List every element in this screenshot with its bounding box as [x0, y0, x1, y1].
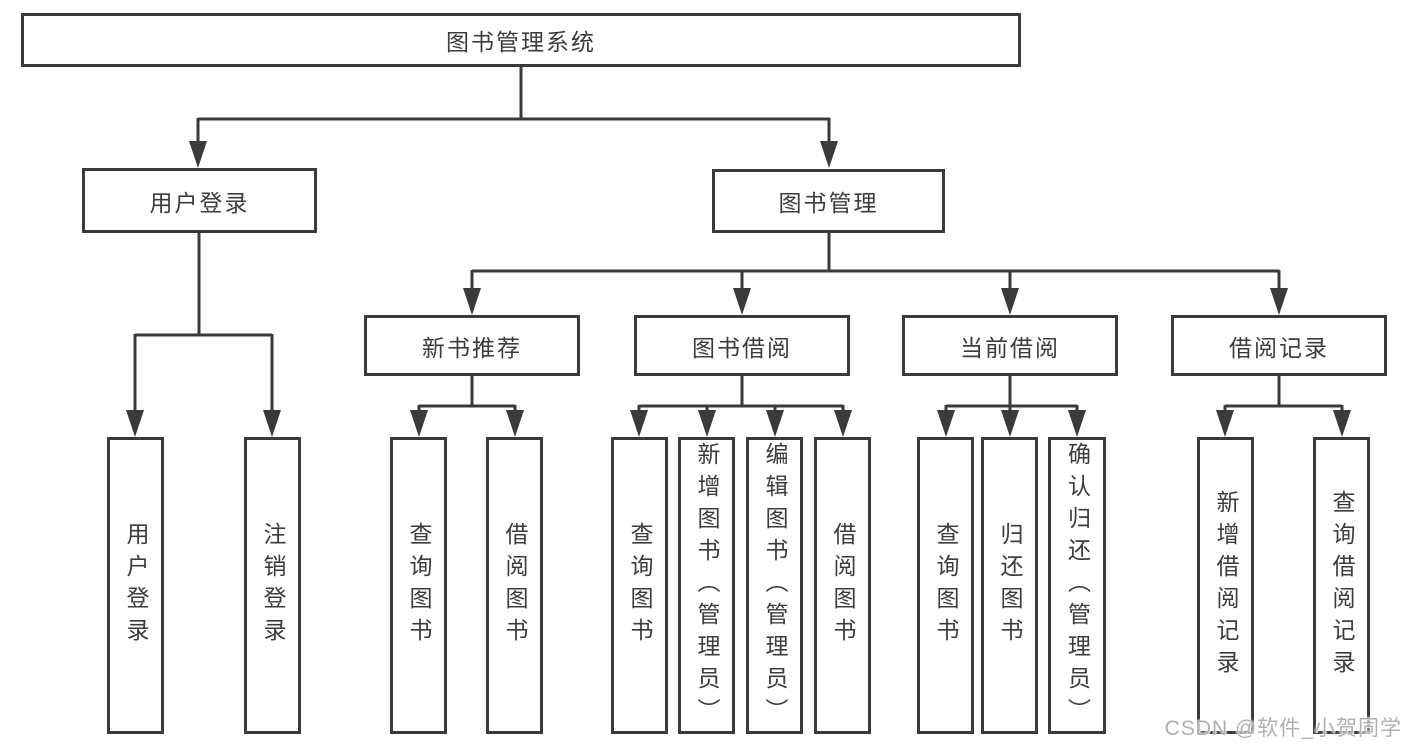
arrowhead: [463, 288, 481, 315]
node-label: 新增图书（管理员）: [694, 441, 720, 730]
connector-borrow-records-to-children: [1216, 376, 1351, 437]
node-label: 编辑图书（管理员）: [762, 441, 788, 730]
node-logout: 注销登录: [244, 437, 301, 734]
node-label: 查询图书: [406, 521, 432, 650]
node-login: 用户登录: [107, 437, 164, 734]
arrowhead: [766, 410, 784, 437]
node-book-borrow: 图书借阅: [634, 315, 850, 376]
node-current-borrow: 当前借阅: [902, 315, 1118, 376]
node-label: 确认归还（管理员）: [1064, 441, 1091, 730]
node-borrow-records: 借阅记录: [1171, 315, 1387, 376]
node-nb-borrow: 借阅图书: [486, 437, 543, 734]
node-cb-query: 查询图书: [917, 437, 974, 734]
node-br-add: 新增借阅记录: [1197, 437, 1254, 734]
node-label: 用户登录: [149, 189, 250, 216]
node-bb-borrow: 借阅图书: [814, 437, 871, 734]
node-label: 借阅图书: [502, 521, 528, 650]
node-label: 借阅记录: [1229, 334, 1329, 361]
connector-new-book-recommend-to-children: [410, 376, 524, 437]
arrowhead: [189, 141, 207, 168]
node-label: 图书借阅: [692, 334, 792, 361]
node-bb-add: 新增图书（管理员）: [678, 437, 735, 734]
node-label: 借阅图书: [830, 521, 856, 650]
node-bb-query: 查询图书: [611, 437, 668, 734]
node-book-management: 图书管理: [712, 169, 945, 233]
node-cb-confirm-return: 确认归还（管理员）: [1048, 437, 1106, 734]
node-root: 图书管理系统: [21, 13, 1021, 67]
arrowhead: [820, 141, 838, 168]
arrowhead: [698, 410, 716, 437]
arrowhead: [937, 410, 955, 437]
node-bb-edit: 编辑图书（管理员）: [746, 437, 803, 734]
node-user-login: 用户登录: [82, 168, 317, 233]
node-label: 查询借阅记录: [1329, 489, 1355, 682]
arrowhead: [1270, 288, 1288, 315]
arrowhead: [1216, 410, 1234, 437]
node-label: 归还图书: [997, 521, 1023, 650]
arrowhead: [506, 410, 524, 437]
node-br-query: 查询借阅记录: [1313, 437, 1370, 734]
node-label: 当前借阅: [960, 334, 1060, 361]
connector-root-to-level2: [189, 65, 838, 168]
node-label: 图书管理系统: [446, 29, 596, 55]
node-new-book-recommend: 新书推荐: [364, 315, 580, 376]
arrowhead: [733, 288, 751, 315]
arrowhead: [410, 410, 428, 437]
node-cb-return: 归还图书: [981, 437, 1038, 734]
node-label: 用户登录: [123, 521, 149, 650]
node-label: 注销登录: [260, 521, 286, 650]
arrowhead: [1333, 410, 1351, 437]
arrowhead: [1068, 410, 1086, 437]
node-label: 查询图书: [627, 521, 653, 650]
connector-user-login-to-children: [126, 233, 281, 437]
node-label: 新书推荐: [422, 334, 522, 361]
arrowhead: [1001, 288, 1019, 315]
node-label: 新增借阅记录: [1213, 489, 1239, 682]
connector-book-management-to-level3: [463, 233, 1288, 315]
arrowhead: [126, 410, 144, 437]
connector-book-borrow-to-children: [630, 376, 852, 437]
arrowhead: [834, 410, 852, 437]
arrowhead: [263, 410, 281, 437]
connector-current-borrow-to-children: [937, 376, 1086, 437]
node-label: 查询图书: [933, 521, 959, 650]
arrowhead: [1001, 410, 1019, 437]
arrowhead: [630, 410, 648, 437]
node-nb-query: 查询图书: [390, 437, 447, 734]
node-label: 图书管理: [778, 190, 879, 216]
